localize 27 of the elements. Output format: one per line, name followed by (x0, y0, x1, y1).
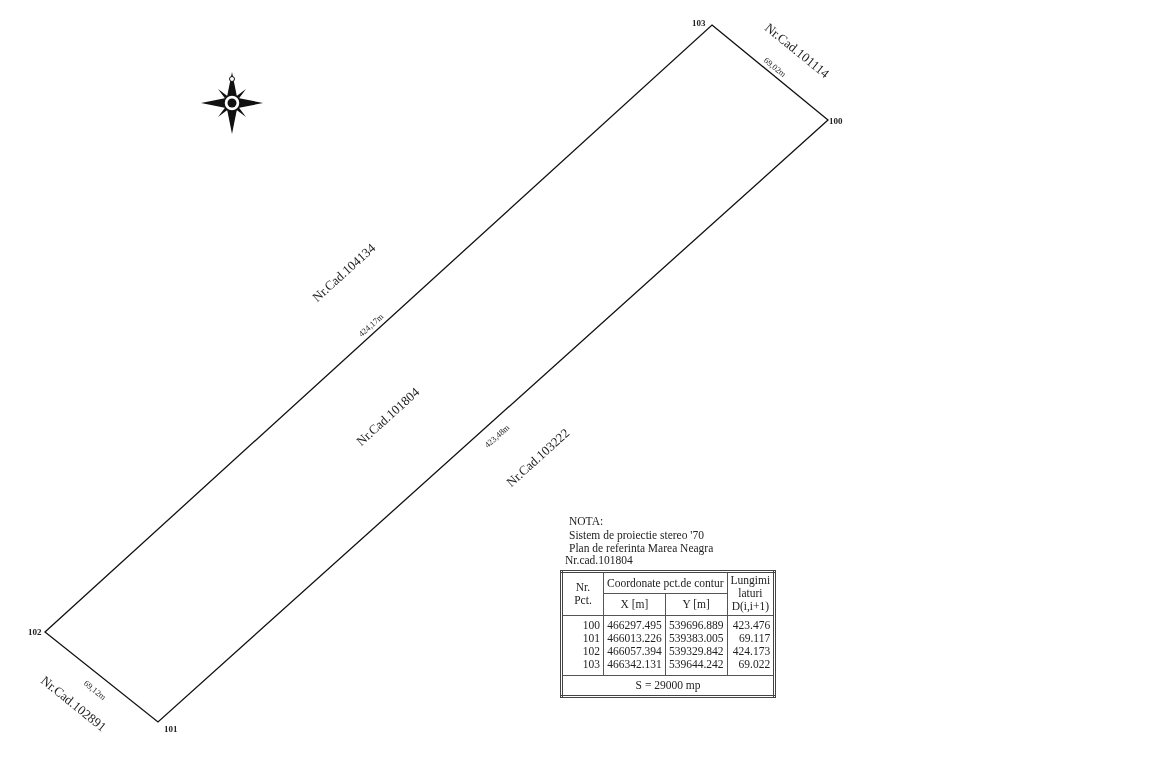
coordinate-value: 539383.005 (665, 631, 728, 646)
side-length-value: 423.476 (727, 615, 775, 632)
point-number: 102 (561, 645, 604, 659)
point-number: 100 (561, 615, 604, 632)
side-length-value: 424.173 (727, 645, 775, 659)
side-length-value: 69.022 (727, 658, 775, 676)
note-text: Sistem de proiectie stereo '70 (569, 530, 704, 542)
point-number: 100 (829, 116, 843, 126)
coordinate-value: 466342.131 (603, 658, 666, 676)
coordinate-value: 466297.495 (603, 615, 666, 632)
note-text: Nr.cad.101804 (565, 555, 633, 567)
point-number: 101 (561, 631, 604, 646)
column-header: X [m] (603, 593, 666, 616)
point-number: 102 (28, 627, 42, 637)
coordinate-value: 539696.889 (665, 615, 728, 632)
coordinate-value: 466013.226 (603, 631, 666, 646)
point-number: 101 (164, 724, 178, 734)
coordinate-value: 466057.394 (603, 645, 666, 659)
coordinate-value: 539644.242 (665, 658, 728, 676)
note-text: Plan de referinta Marea Neagra (569, 543, 714, 555)
coordinate-value: 539329.842 (665, 645, 728, 659)
point-number: 103 (692, 18, 706, 28)
column-header: Nr. Pct. (561, 571, 604, 616)
point-number: 103 (561, 658, 604, 676)
note-text: NOTA: (569, 516, 604, 528)
column-header: Coordonate pct.de contur (603, 571, 728, 594)
side-length-value: 69.117 (727, 631, 775, 646)
